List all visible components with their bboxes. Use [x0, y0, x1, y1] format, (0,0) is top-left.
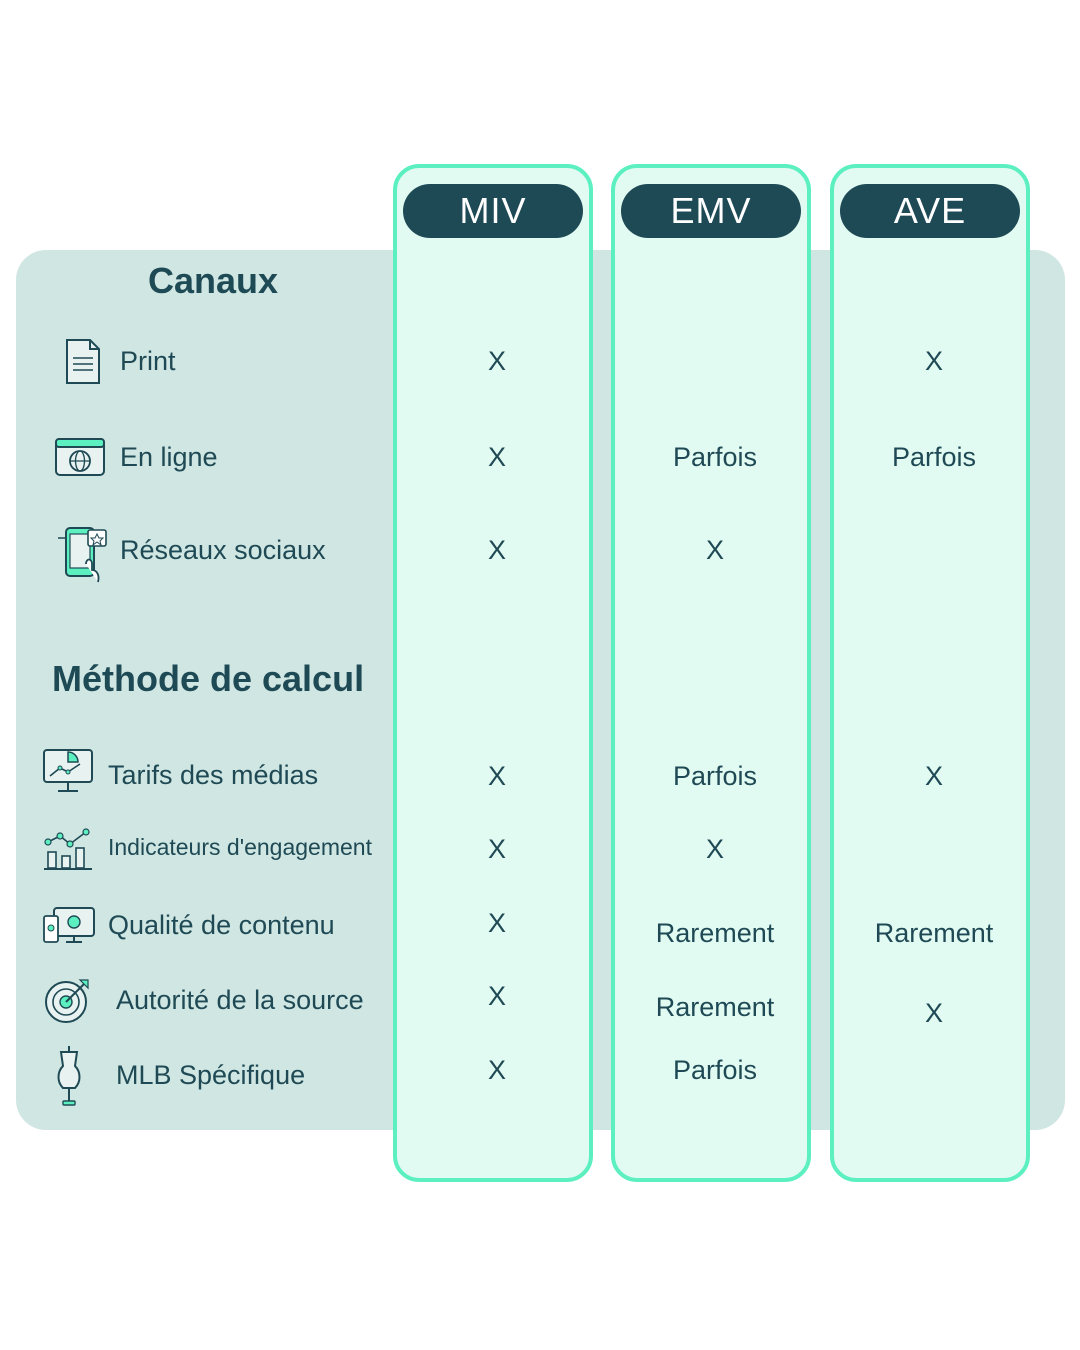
- cell-content-quality-ave: Rarement: [874, 918, 994, 948]
- row-label-print: Print: [120, 346, 176, 376]
- mannequin-icon: [54, 1044, 84, 1108]
- cell-media-rates-miv: X: [487, 761, 506, 791]
- cell-media-rates-emv: Parfois: [672, 761, 758, 791]
- cell-source-authority-ave: X: [924, 998, 943, 1028]
- row-label-source-authority: Autorité de la source: [116, 985, 364, 1015]
- column-header-emv: EMV: [621, 184, 801, 238]
- column-header-ave: AVE: [840, 184, 1020, 238]
- cell-print-miv: X: [487, 346, 506, 376]
- row-label-mlb: MLB Spécifique: [116, 1060, 306, 1090]
- column-header-miv: MIV: [403, 184, 583, 238]
- column-ave: AVE: [830, 164, 1030, 1182]
- cell-content-quality-emv: Rarement: [655, 918, 775, 948]
- cell-content-quality-miv: X: [487, 908, 506, 938]
- cell-source-authority-emv: Rarement: [655, 992, 775, 1022]
- row-label-social: Réseaux sociaux: [120, 535, 326, 565]
- cell-engagement-miv: X: [487, 834, 506, 864]
- cell-online-ave: Parfois: [891, 442, 977, 472]
- growth-chart-icon: [42, 826, 94, 872]
- cell-social-emv: X: [705, 535, 724, 565]
- row-label-media-rates: Tarifs des médias: [108, 760, 319, 790]
- cell-media-rates-ave: X: [924, 761, 943, 791]
- section-title-channels: Canaux: [148, 260, 279, 301]
- cell-print-ave: X: [924, 346, 943, 376]
- target-icon: [44, 976, 92, 1024]
- cell-mlb-miv: X: [487, 1055, 506, 1085]
- cell-online-miv: X: [487, 442, 506, 472]
- cell-social-miv: X: [487, 535, 506, 565]
- cell-source-authority-miv: X: [487, 981, 506, 1011]
- row-label-online: En ligne: [120, 442, 218, 472]
- cell-online-emv: Parfois: [672, 442, 758, 472]
- row-label-content-quality: Qualité de contenu: [108, 910, 335, 940]
- cell-mlb-emv: Parfois: [672, 1055, 758, 1085]
- section-title-method: Méthode de calcul: [52, 658, 365, 699]
- phone-social-icon: [56, 524, 108, 584]
- row-label-engagement: Indicateurs d'engagement: [108, 834, 372, 860]
- cell-engagement-emv: X: [705, 834, 724, 864]
- devices-icon: [42, 904, 96, 944]
- document-icon: [64, 338, 102, 386]
- column-emv: EMV: [611, 164, 811, 1182]
- monitor-chart-icon: [42, 746, 94, 794]
- browser-globe-icon: [54, 437, 106, 477]
- column-miv: MIV: [393, 164, 593, 1182]
